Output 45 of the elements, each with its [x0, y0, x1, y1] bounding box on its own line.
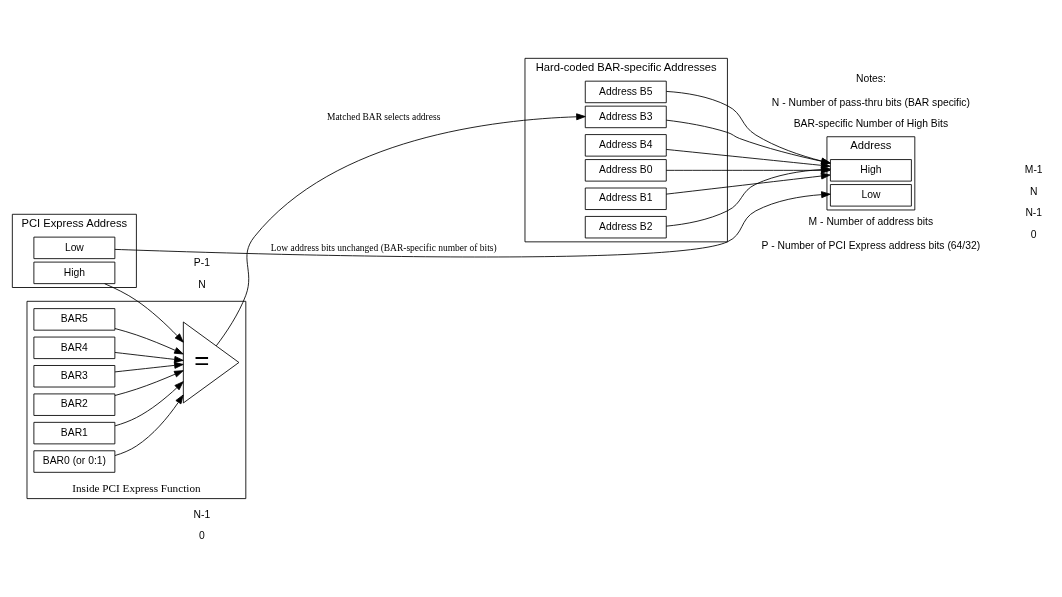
node-box: Address B5 [584, 80, 667, 104]
node-box: BAR1 [33, 421, 116, 445]
node-box: Low [829, 184, 912, 207]
node-box: Address B2 [584, 216, 667, 239]
edge-label: Low address bits unchanged (BAR-specific number of bits) [270, 243, 497, 254]
node-box: BAR2 [33, 393, 116, 416]
arrow [114, 191, 831, 258]
arrow [665, 119, 831, 165]
label: N [1029, 185, 1038, 197]
node-box: BAR4 [33, 336, 116, 359]
node-box: BAR3 [33, 365, 116, 388]
arrow [665, 166, 831, 174]
node-box: BAR5 [33, 308, 116, 331]
edge-label: Matched BAR selects address [327, 112, 441, 123]
node-box: Address B1 [584, 187, 667, 210]
arrow [665, 172, 831, 195]
label: 0 [1030, 228, 1037, 240]
label: N [198, 278, 206, 290]
arrow [114, 370, 184, 396]
label: N-1 [1025, 207, 1043, 219]
label: M-1 [1024, 164, 1043, 176]
label: BAR-specific Number of High Bits [793, 118, 949, 130]
arrow [114, 352, 184, 363]
label: P - Number of PCI Express address bits (64/32) [761, 239, 981, 251]
arrow [114, 394, 184, 456]
node-box: Low [33, 236, 116, 260]
arrow [215, 113, 586, 347]
node-box: Address B4 [584, 134, 667, 157]
label: 0 [199, 530, 205, 542]
arrow [665, 149, 831, 169]
arrow [665, 166, 831, 227]
label: N-1 [193, 508, 211, 520]
node-box: High [829, 159, 912, 182]
arrow [114, 361, 184, 373]
node-box: BAR0 (or 0:1) [33, 450, 116, 473]
label: M - Number of address bits [808, 215, 934, 227]
node-box: Address B3 [584, 105, 667, 129]
node-box: High [33, 261, 116, 285]
arrow [114, 328, 184, 355]
label: P-1 [193, 257, 210, 269]
label: N - Number of pass-thru bits (BAR specific) [771, 96, 970, 108]
arrow [666, 91, 831, 165]
label: Notes: [855, 72, 886, 84]
arrow [114, 381, 184, 427]
node-box: Address B0 [584, 159, 667, 182]
